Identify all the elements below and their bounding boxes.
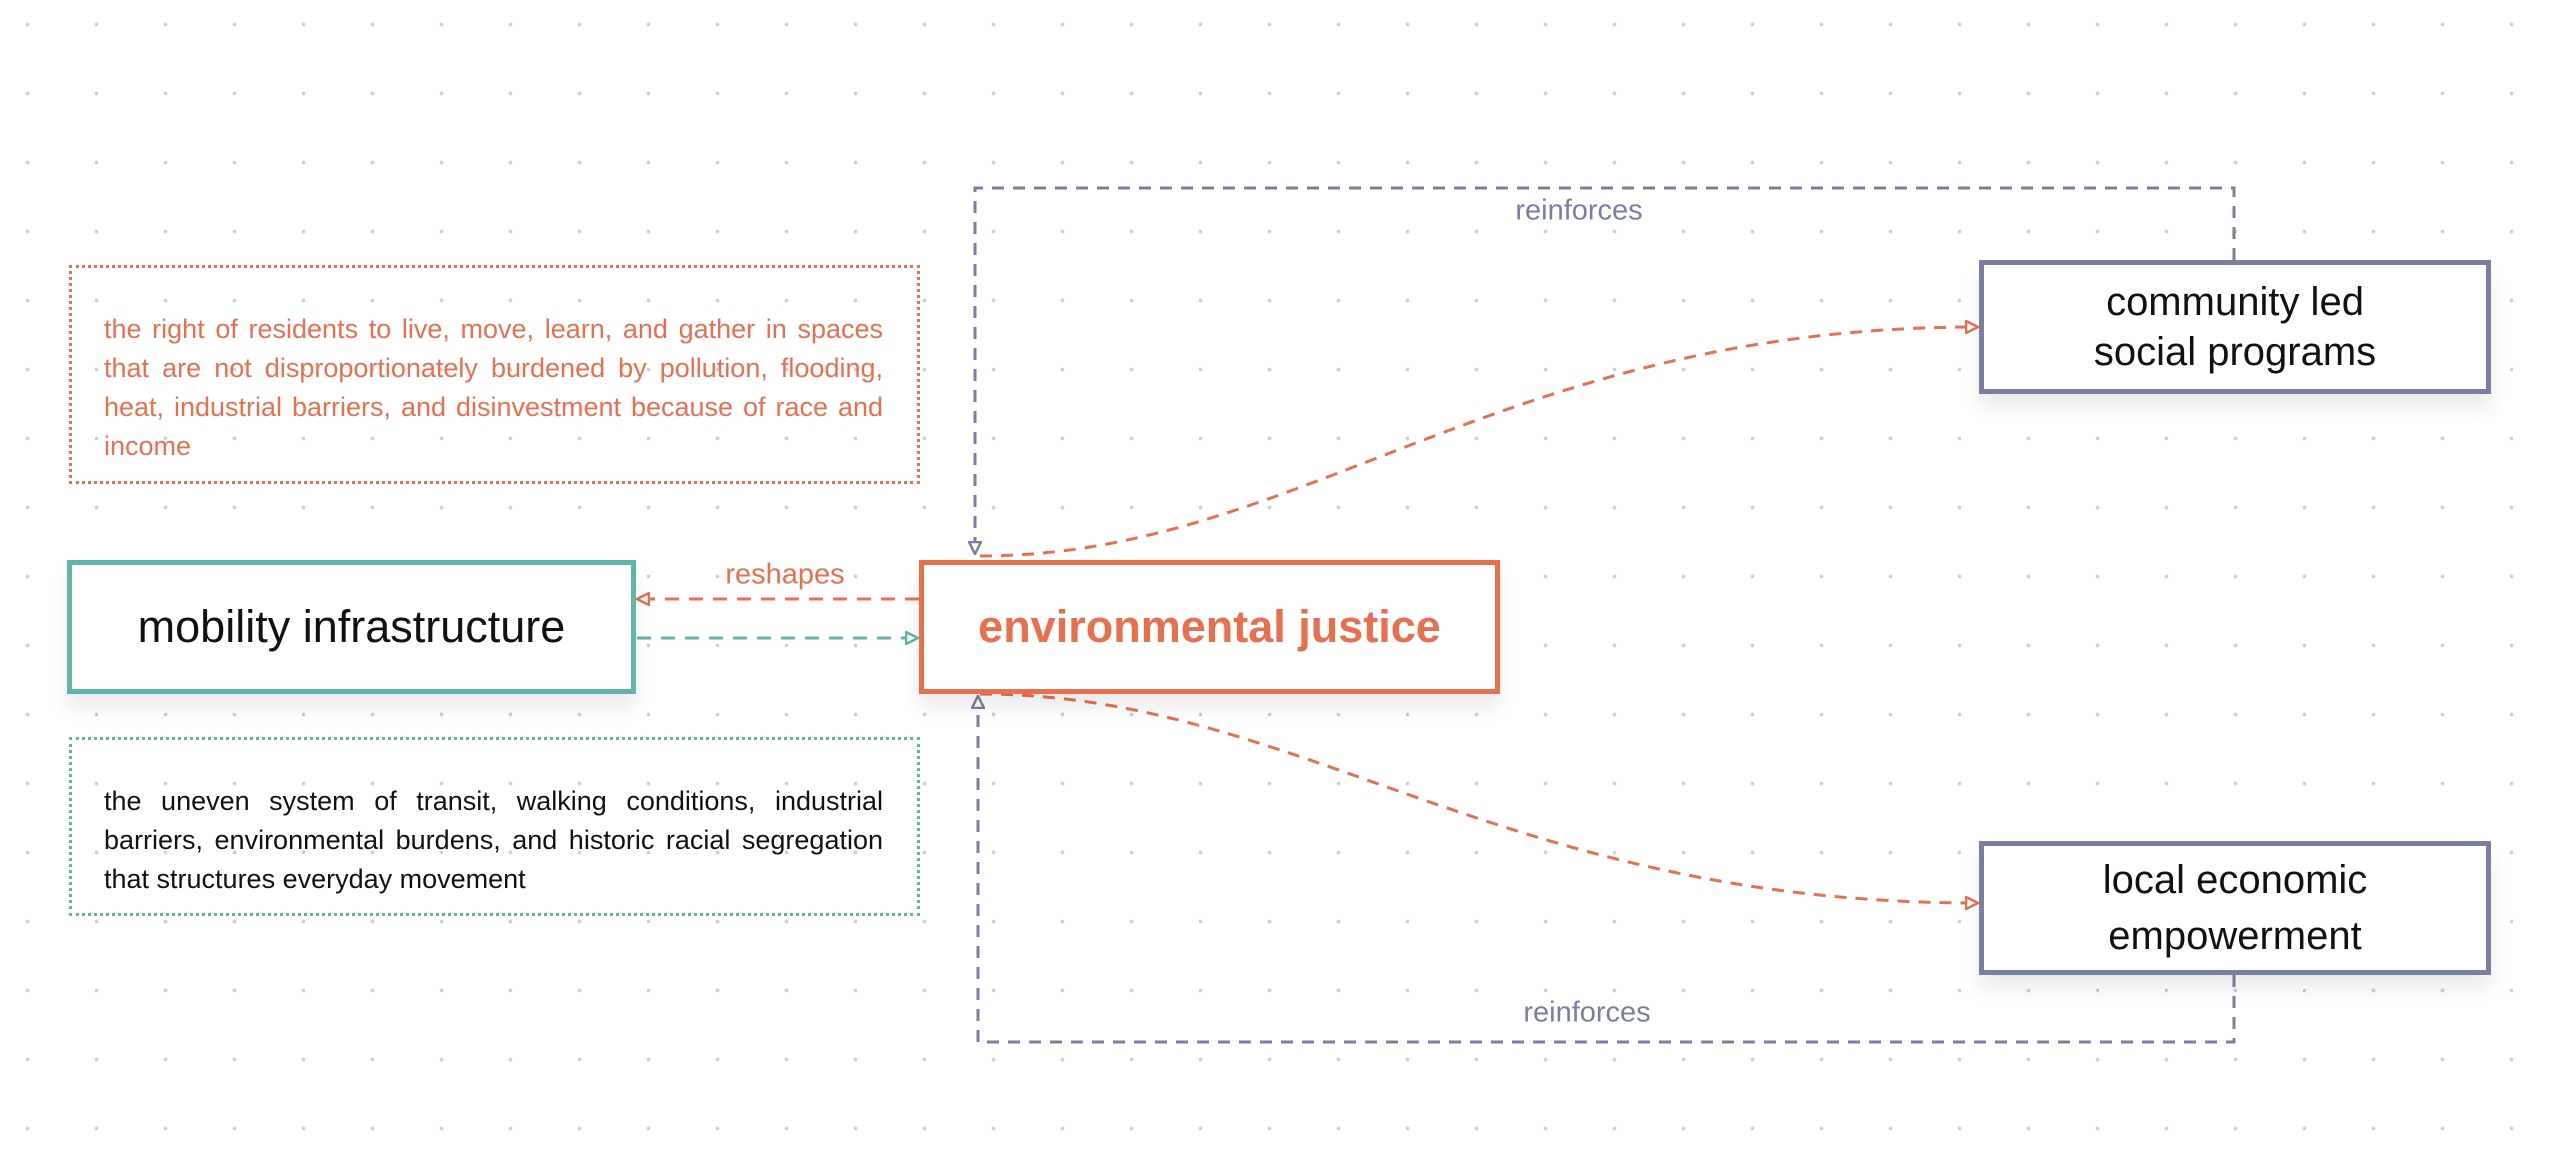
node-label: environmental justice: [978, 601, 1441, 652]
reinforces-bottom-edge: [978, 697, 2236, 1044]
mobility-definition-note: the uneven system of transit, walking co…: [69, 737, 920, 916]
node-environmental-justice[interactable]: environmental justice: [919, 560, 1500, 694]
ej-to-economic-edge: [979, 692, 1977, 903]
node-label-line: social programs: [2093, 330, 2377, 374]
node-label-line: empowerment: [2108, 914, 2362, 958]
node-community-led-social-programs[interactable]: community led social programs: [1979, 260, 2491, 394]
node-mobility-infrastructure[interactable]: mobility infrastructure: [67, 560, 636, 694]
edge-label-reinforces-top: reinforces: [1515, 194, 1643, 227]
edge-label-reinforces-bottom: reinforces: [1523, 996, 1651, 1029]
environmental-justice-definition-note: the right of residents to live, move, le…: [69, 265, 920, 484]
reinforces-top-edge: [975, 186, 2236, 553]
mobility-definition-text: the uneven system of transit, walking co…: [104, 786, 883, 894]
edge-label-reshapes: reshapes: [725, 558, 845, 591]
node-label-line: local economic: [2102, 858, 2368, 902]
node-local-economic-empowerment[interactable]: local economic empowerment: [1979, 841, 2491, 975]
ej-to-community-edge: [979, 327, 1977, 558]
ej-definition-text: the right of residents to live, move, le…: [104, 314, 883, 461]
node-label-line: community led: [2106, 280, 2364, 324]
node-label: mobility infrastructure: [137, 601, 566, 652]
